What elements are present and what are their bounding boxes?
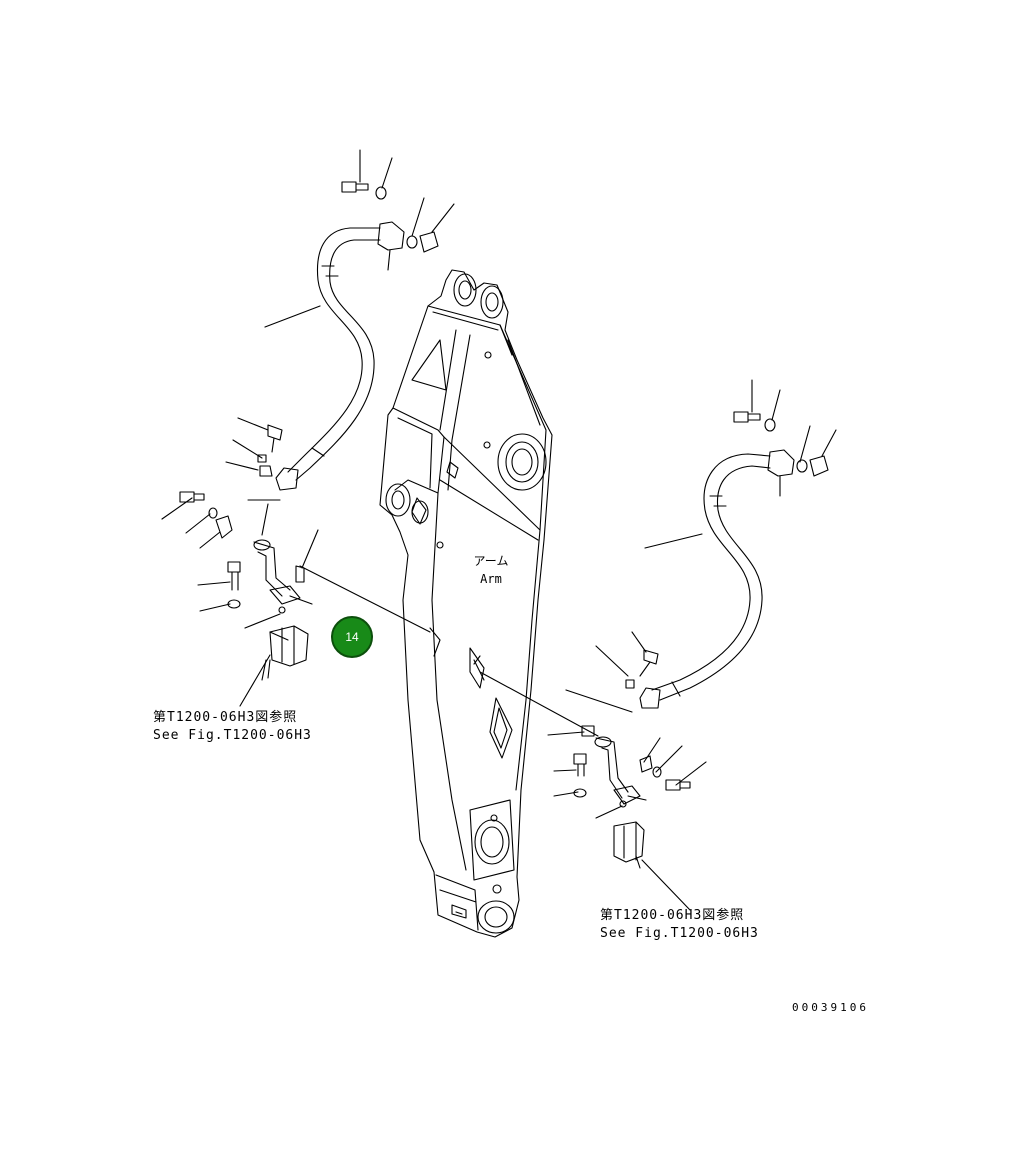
arm-label-jp: アーム xyxy=(473,554,509,568)
right-ref-jp: 第T1200-06H3図参照 xyxy=(600,908,745,923)
left-ref-en: See Fig.T1200-06H3 xyxy=(153,728,312,743)
right-figure-reference[interactable]: 第T1200-06H3図参照 See Fig.T1200-06H3 xyxy=(600,907,759,943)
right-hose-assembly xyxy=(474,380,836,910)
arm-body xyxy=(380,270,552,937)
left-ref-jp: 第T1200-06H3図参照 xyxy=(153,710,298,725)
arm-label-en: Arm xyxy=(480,572,502,586)
drawing-id: 00039106 xyxy=(792,1001,869,1014)
arm-label: アーム Arm xyxy=(466,552,516,588)
left-figure-reference[interactable]: 第T1200-06H3図参照 See Fig.T1200-06H3 xyxy=(153,709,312,745)
right-ref-en: See Fig.T1200-06H3 xyxy=(600,926,759,941)
left-hose-assembly xyxy=(162,150,454,706)
part-callout-marker[interactable]: 14 xyxy=(331,616,373,658)
